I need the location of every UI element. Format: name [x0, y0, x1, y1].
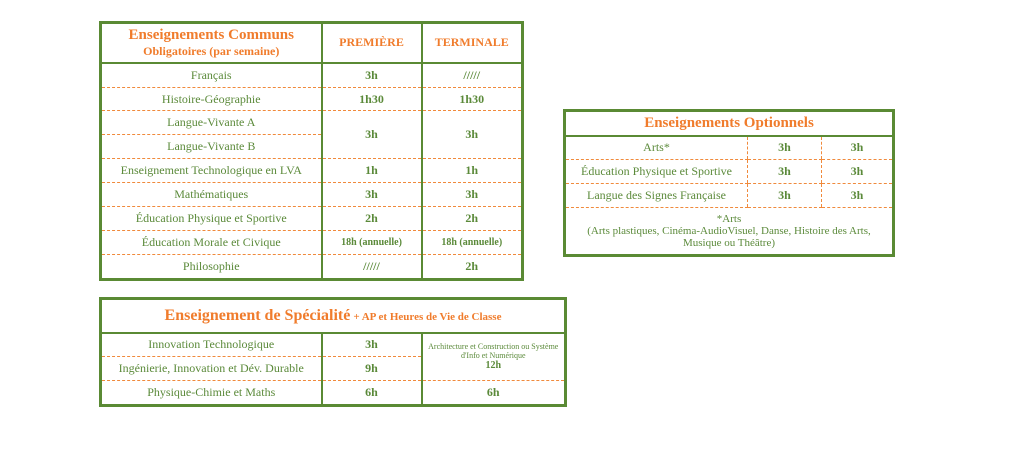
terminale-hours: 3h: [820, 159, 894, 184]
row-label: Physique-Chimie et Maths: [147, 384, 276, 399]
terminale-hours: 3h: [820, 183, 894, 208]
subtitle: Obligatoires (par semaine): [143, 43, 280, 58]
title: Enseignements Communs: [128, 26, 294, 43]
premiere-hours: 3h: [747, 183, 822, 208]
premiere-hours: 1h: [320, 158, 422, 184]
terminale-hours: 18h (annuelle): [420, 230, 523, 255]
subtitle: + AP et Heures de Vie de Classe: [353, 310, 502, 323]
row-label: Français: [100, 62, 322, 88]
terminale-hours: 6h: [420, 380, 566, 406]
terminale-hours: /////: [420, 62, 523, 88]
title: Enseignement de Spécialité: [164, 306, 351, 324]
col-terminale: TERMINALE: [420, 22, 523, 64]
premiere-hours: 3h: [747, 159, 822, 184]
premiere-hours: 3h: [320, 182, 422, 207]
premiere-hours: 6h: [320, 380, 422, 406]
title: Enseignements Optionnels: [564, 110, 894, 137]
row-label: Mathématiques: [100, 182, 322, 207]
header-title: Enseignement de Spécialité + AP et Heure…: [100, 298, 566, 334]
premiere-hours: 3h: [320, 62, 422, 88]
premiere-hours: /////: [320, 254, 422, 280]
note-text: (Arts plastiques, Cinéma-AudioVisuel, Da…: [587, 225, 871, 249]
premiere-hours: 3h: [320, 110, 422, 160]
row-label: Enseignement Technologique en LVA: [100, 158, 322, 184]
terminale-hours: 3h: [420, 182, 523, 207]
premiere-hours: 3h: [747, 135, 822, 160]
terminale-hours: 3h: [820, 135, 894, 160]
premiere-hours: 9h: [320, 356, 422, 381]
enseignement-specialite-table: Enseignement de Spécialité + AP et Heure…: [99, 297, 568, 407]
row-label: Langue-Vivante A: [100, 110, 322, 136]
premiere-hours: 3h: [320, 332, 422, 358]
row-label: Innovation Technologique: [100, 332, 322, 358]
note-title: *Arts: [716, 213, 742, 225]
terminale-hours: 3h: [420, 110, 523, 160]
terminale-hours: 1h: [420, 158, 523, 184]
terminale-hours: 2h: [420, 254, 523, 280]
terminale-note: Architecture et Construction ou Système …: [428, 342, 559, 361]
row-label: Ingénierie, Innovation et Dév. Durable: [100, 356, 322, 381]
terminale-hours: 2h: [420, 206, 523, 231]
terminale-hours: 1h30: [420, 87, 523, 112]
row-label: Langue des Signes Française: [564, 183, 748, 208]
premiere-hours: 18h (annuelle): [320, 230, 422, 255]
row-label: Éducation Morale et Civique: [100, 230, 322, 255]
terminale-specialite: Architecture et Construction ou Système …: [420, 332, 566, 381]
row-label: Philosophie: [182, 258, 240, 273]
row-label: Éducation Physique et Sportive: [564, 159, 748, 184]
row-label: Langue-Vivante B: [100, 134, 322, 160]
col-premiere: PREMIÈRE: [320, 22, 422, 64]
row-label: Éducation Physique et Sportive: [100, 206, 322, 231]
row-label: Arts*: [564, 135, 748, 160]
premiere-hours: 1h30: [320, 87, 422, 112]
terminale-hours: 12h: [485, 360, 502, 372]
premiere-hours: 2h: [320, 206, 422, 231]
arts-note: *Arts(Arts plastiques, Cinéma-AudioVisue…: [565, 208, 894, 256]
row-label: Histoire-Géographie: [100, 87, 322, 112]
